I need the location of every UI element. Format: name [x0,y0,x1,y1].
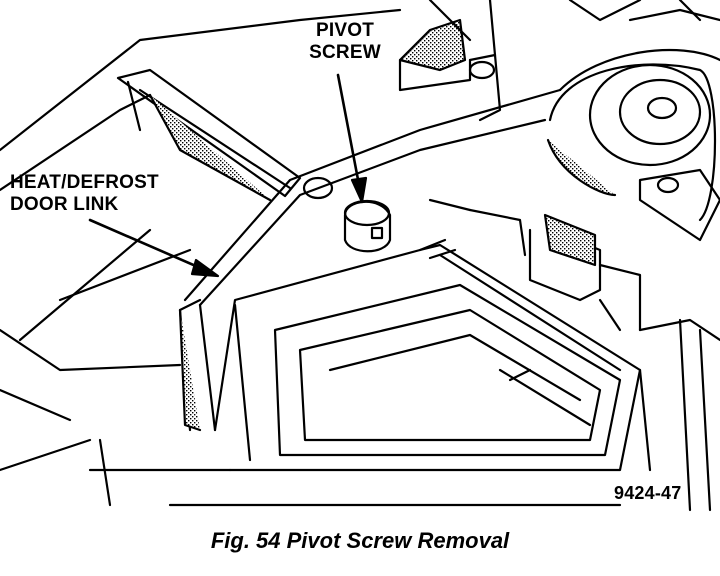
right-clip [428,198,642,332]
pivot-screw-label-line2: SCREW [309,42,381,63]
door-link-label-line1: HEAT/DEFROST [10,172,159,193]
blower-motor [546,0,720,242]
housing-bottom [88,438,622,507]
dash-panel [0,8,402,472]
duct-panel [116,68,302,202]
housing-lip [178,88,562,432]
part-number: 9424-47 [614,483,682,503]
door-link-label: HEAT/DEFROST DOOR LINK [10,172,159,216]
hvac-housing-illustration [0,0,720,512]
door-link-label-line2: DOOR LINK [10,194,119,215]
pivot-post [302,176,392,253]
pivot-screw-leader [336,73,368,204]
pivot-screw-label: PIVOT SCREW [300,20,390,64]
pivot-screw-label-line1: PIVOT [315,20,374,41]
figure-caption: Fig. 54 Pivot Screw Removal [210,528,510,553]
upper-bracket [398,0,502,122]
door-link-leader [88,218,220,278]
right-housing [638,318,720,512]
tray-frame [213,238,642,472]
